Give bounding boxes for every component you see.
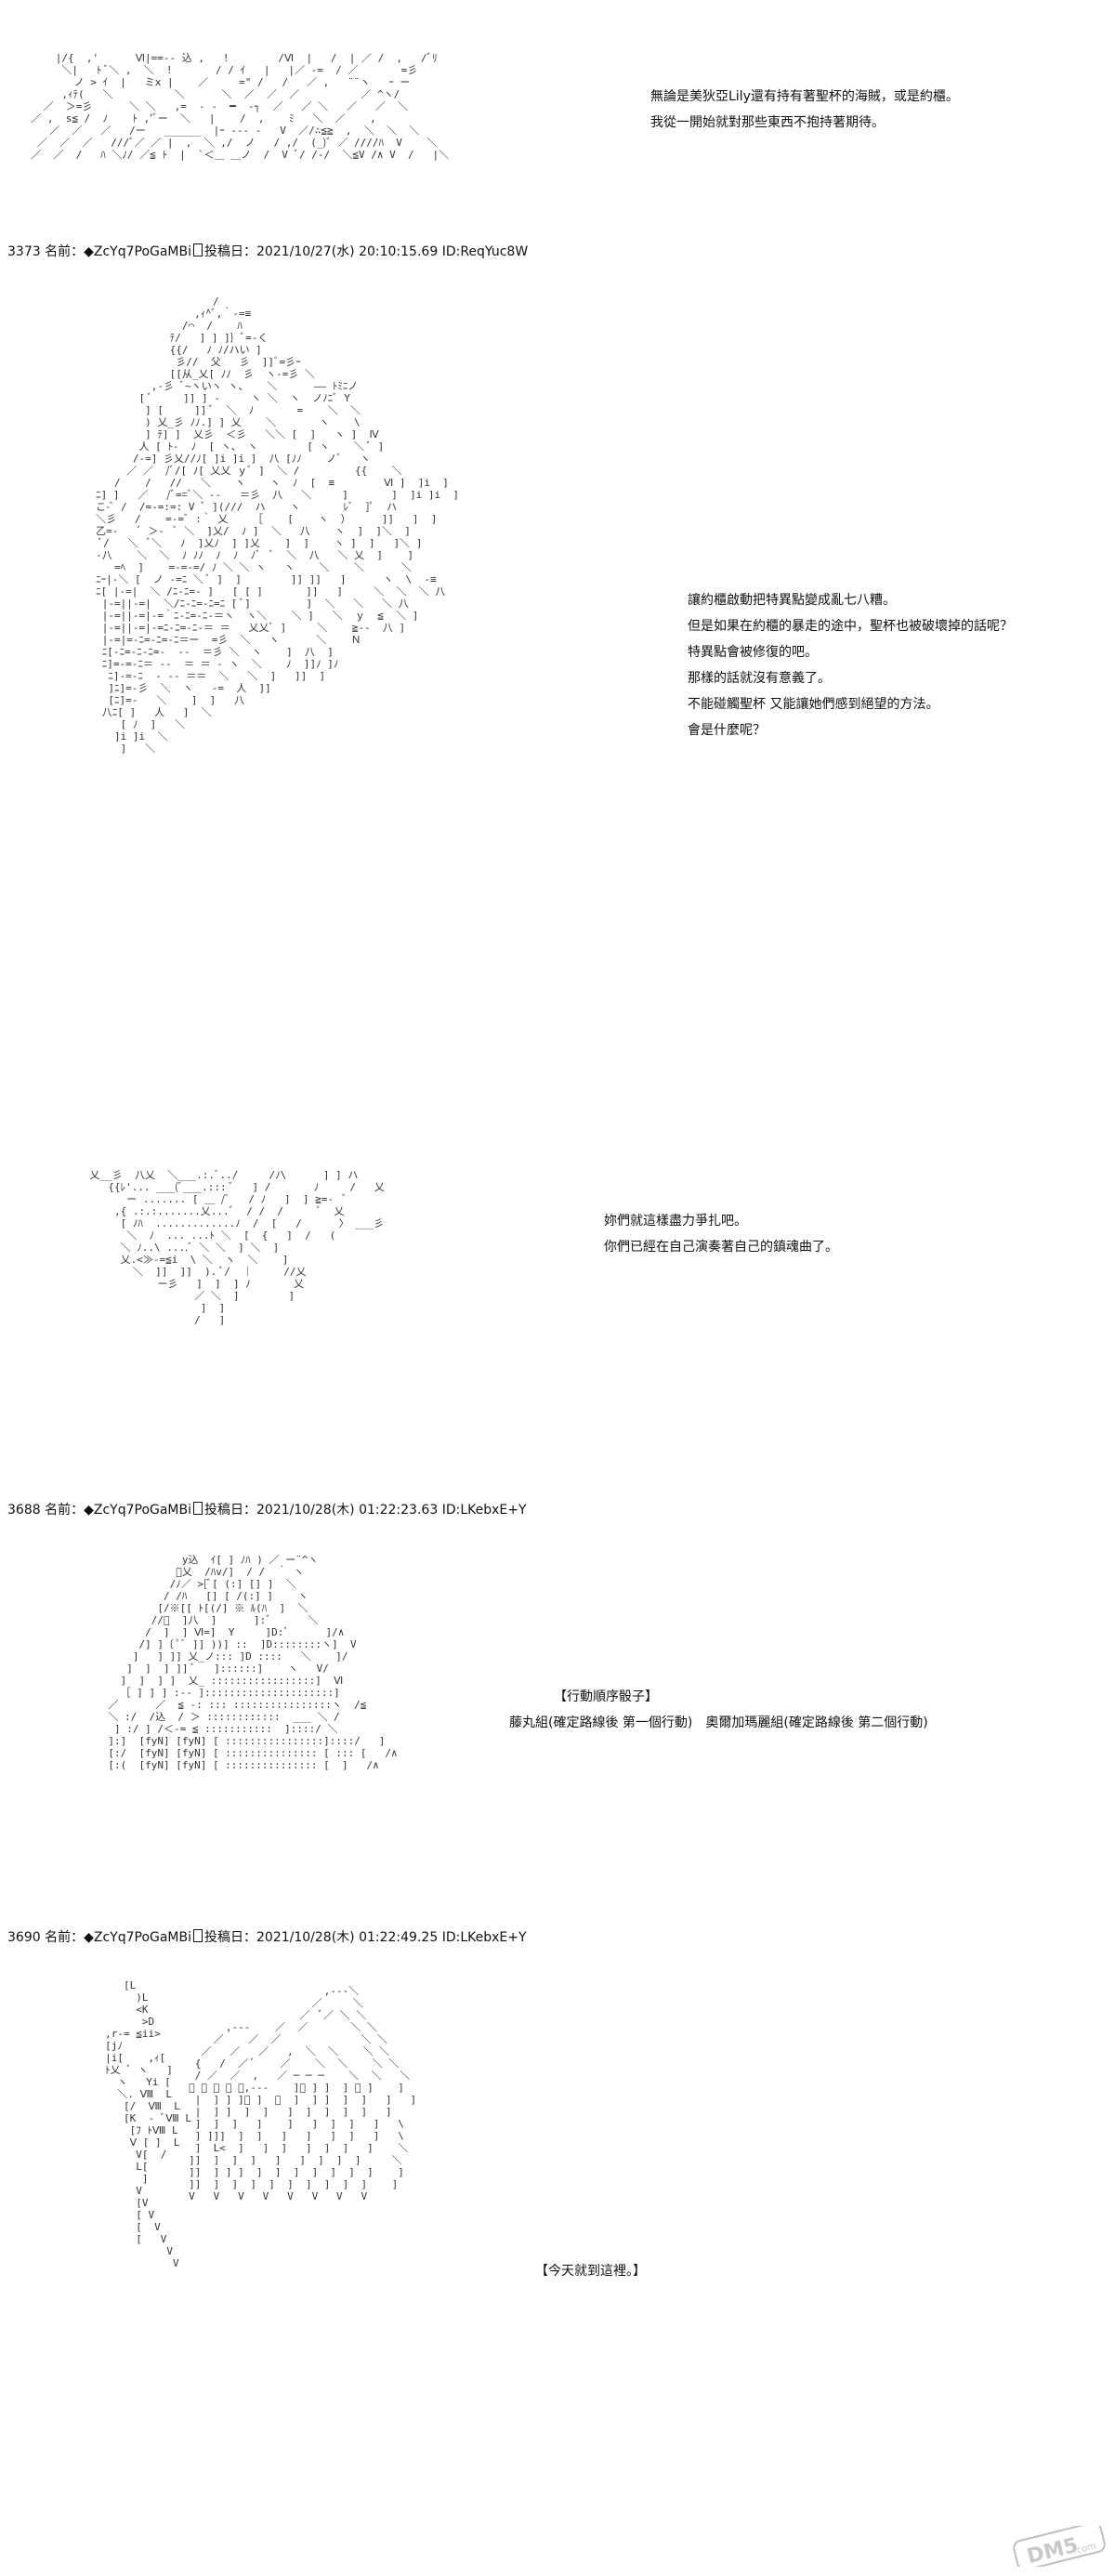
dice-title: 【行動順序骰子】 [554,1689,658,1704]
post-date: 2021/10/27(水) 20:10:15.69 [256,244,439,259]
dialogue-line: 妳們就這樣盡力爭扎吧。 [604,1214,747,1229]
dialogue-line: 你們已經在自己演奏著自己的鎮魂曲了。 [604,1240,838,1255]
dialogue-line: 那樣的話就沒有意義了。 [688,671,831,686]
date-label: 投稿日： [204,1930,257,1945]
dialogue-line: 會是什麼呢？ [688,723,766,738]
post-header-3373: 3373 名前：◆ZcYq7PoGaMBi 投稿日：2021/10/27(水) 2… [7,243,528,260]
tripcode: ◆ZcYq7PoGaMBi [84,244,192,259]
dm5-logo-icon: DM5 .com [1013,2521,1106,2571]
dialogue-line: 我從一開始就對那些東西不抱持著期待。 [650,115,885,130]
dialogue-block-3: 妳們就這樣盡力爭扎吧。 你們已經在自己演奏著自己的鎮魂曲了。 [604,1208,838,1260]
ending-text: 【今天就到這裡。】 [535,2264,646,2279]
ascii-art-figure-4-right: ,-‐‐＼ ／ ＼ ／ ﾞ／ ＼ ＼ ,-‐‐ ／ ／ ＼ ＼ ／ ／ ／ ＼ … [182,1985,417,2202]
placeholder-box-icon [193,243,203,256]
post-date: 2021/10/28(木) 01:22:49.25 [256,1930,439,1945]
ascii-art-figure-1: / ,ｨ^ﾞ,｀-=≡ /⌒ / ﾊ ﾃ/ ] ] ]｝ﾞ=-く {{/ ﾉ ﾉ… [96,296,460,755]
post-id: ID:LKebxE+Y [441,1930,527,1945]
name-label: 名前： [45,244,85,259]
post-number: 3373 [7,244,41,259]
dialogue-line: 讓約櫃啟動把特異點變成亂七八糟。 [688,593,896,608]
post-id: ID:ReqYuc8W [441,244,529,259]
ending-block: 【今天就到這裡。】 [535,2258,646,2284]
date-label: 投稿日： [204,1503,257,1518]
watermark-text: DM5 [1025,2534,1081,2567]
dialogue-block-2: 讓約櫃啟動把特異點變成亂七八糟。 但是如果在約櫃的暴走的途中，聖杯也被破壞掉的話… [688,587,1013,743]
dialogue-line: 不能碰觸聖杯 又能讓她們感到絕望的方法。 [688,697,939,712]
ascii-art-figure-4-left: [L )L <K >D ,r‐= ≦ii> [jﾉ |i[ ,ｨ[ ﾄ乂 ﾞ ヽ… [105,1979,191,2269]
dialogue-line: 特異點會被修復的吧。 [688,645,818,660]
post-number: 3688 [7,1503,41,1518]
dialogue-line: 但是如果在約櫃的暴走的途中，聖杯也被破壞掉的話呢？ [688,619,1013,634]
placeholder-box-icon [193,1929,203,1942]
post-header-3688: 3688 名前：◆ZcYq7PoGaMBi 投稿日：2021/10/28(木) 0… [7,1502,527,1518]
ascii-art-figure-3: y込 ｲ[ ] ﾉﾊ ) ／ ー¨^ヽ ﾞ乂 /ﾊv/] / / ｀ ヽ /ﾉ／… [108,1554,398,1771]
tripcode: ◆ZcYq7PoGaMBi [84,1930,192,1945]
date-label: 投稿日： [204,244,257,259]
dice-block: 【行動順序骰子】 藤丸組(確定路線後 第一個行動) 奧爾加瑪麗組(確定路線後 第… [509,1684,928,1736]
dialogue-block-1: 無論是美狄亞Lily還有持有著聖杯的海賊，或是約櫃。 我從一開始就對那些東西不抱… [650,84,959,136]
post-number: 3690 [7,1930,41,1945]
placeholder-box-icon [193,1502,203,1515]
name-label: 名前： [45,1930,85,1945]
ascii-art-top: |/{ ,' Ⅵ|==-- 込 , ! /Ⅵ | / | ／ / , /ﾞﾘ ＼… [31,52,450,161]
post-date: 2021/10/28(木) 01:22:23.63 [256,1503,439,1518]
ascii-art-figure-2: 乂__彡 八乂 ＼___.:.ﾞ../ /ﾉ\ ] ] ハ {{ﾚ'... __… [89,1169,385,1326]
dice-result-line: 藤丸組(確定路線後 第一個行動) 奧爾加瑪麗組(確定路線後 第二個行動) [509,1715,928,1730]
post-header-3690: 3690 名前：◆ZcYq7PoGaMBi 投稿日：2021/10/28(木) 0… [7,1929,527,1946]
post-id: ID:LKebxE+Y [441,1503,527,1518]
dm5-watermark-logo: DM5 .com [1013,2521,1106,2571]
dialogue-line: 無論是美狄亞Lily還有持有著聖杯的海賊，或是約櫃。 [650,89,959,104]
name-label: 名前： [45,1503,85,1518]
tripcode: ◆ZcYq7PoGaMBi [84,1503,192,1518]
